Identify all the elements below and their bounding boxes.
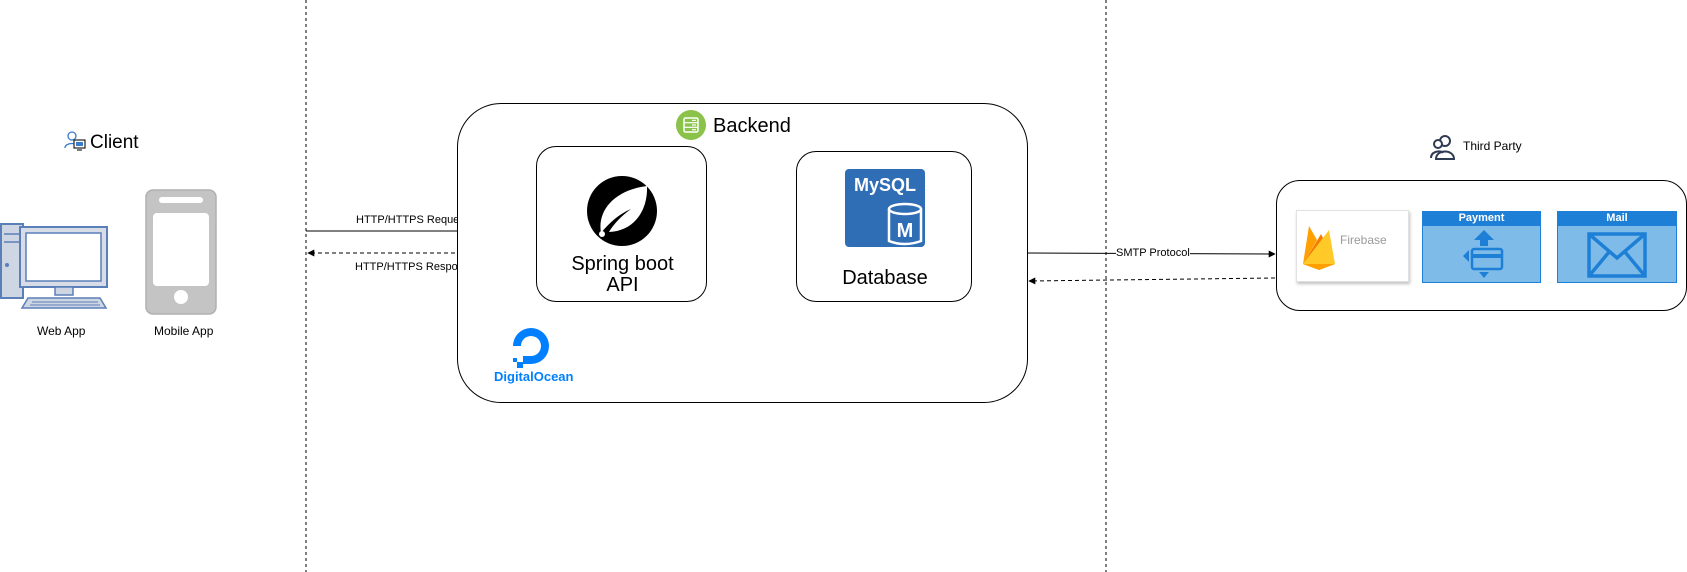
mysql-logo-icon: MySQL M (845, 169, 925, 247)
third-party-title: Third Party (1463, 139, 1522, 153)
thirdparty-response-arrow (1028, 277, 1276, 285)
digitalocean-logo-icon (513, 328, 549, 368)
client-header: Client (64, 130, 174, 156)
third-party-header: Third Party (1430, 134, 1570, 162)
response-label: HTTP/HTTPS Response (355, 261, 476, 273)
database-label: Database (842, 267, 928, 289)
mail-card: Mail (1557, 211, 1677, 283)
request-label: HTTP/HTTPS Request (356, 214, 468, 226)
payment-card-icon (1463, 230, 1504, 278)
firebase-label: Firebase (1340, 233, 1387, 247)
server-icon (676, 110, 706, 140)
client-user-icon (64, 131, 86, 151)
spring-api-label: Spring boot API (537, 254, 708, 296)
client-title: Client (90, 132, 139, 153)
backend-header: Backend (676, 110, 816, 142)
web-app-label: Web App (37, 324, 86, 338)
mobile-phone-icon (145, 189, 217, 315)
database-box: MySQL M Database (796, 151, 972, 302)
spring-api-label-line2: API (606, 274, 639, 296)
mail-header (1558, 212, 1676, 226)
desktop-computer-icon (0, 223, 108, 309)
spring-api-box: Spring boot API (536, 146, 707, 302)
payment-card: Payment (1422, 211, 1541, 283)
spring-leaf-icon (587, 176, 657, 246)
payment-label: Payment (1458, 212, 1505, 224)
backend-title: Backend (713, 115, 791, 137)
firebase-flame-icon (1303, 226, 1335, 270)
mysql-logo-letter: M (897, 220, 914, 242)
firebase-card: Firebase (1296, 210, 1409, 282)
payment-header (1423, 212, 1540, 226)
smtp-label: SMTP Protocol (1116, 247, 1190, 259)
mail-label: Mail (1606, 212, 1628, 224)
mysql-logo-text: MySQL (854, 175, 916, 195)
mobile-app-label: Mobile App (154, 324, 214, 338)
users-group-icon (1430, 135, 1456, 160)
digitalocean-label: DigitalOcean (494, 369, 574, 384)
spring-api-label-line1: Spring boot (571, 253, 674, 275)
mail-envelope-icon (1587, 232, 1647, 278)
